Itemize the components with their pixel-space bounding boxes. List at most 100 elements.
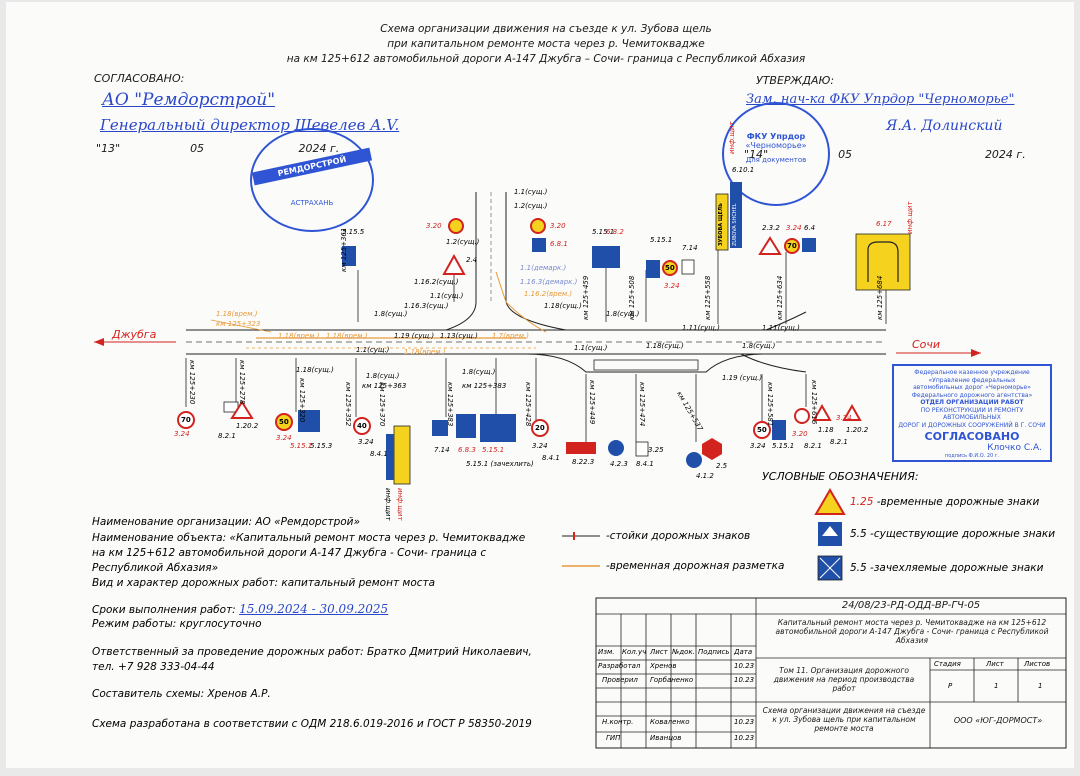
info-org: Наименование организации: АО «Ремдорстро… bbox=[92, 516, 360, 528]
info-mode: Режим работы: круглосуточно bbox=[92, 618, 262, 630]
km-label: км 125+383 bbox=[462, 382, 507, 390]
sign-code: 5.15.1 bbox=[592, 228, 615, 236]
marking-label: 1.1(сущ.) bbox=[430, 292, 464, 300]
km-label: км 125+383 bbox=[446, 382, 454, 427]
sign-code: 7.14 bbox=[434, 446, 450, 454]
sign-code: 7.14 bbox=[682, 244, 698, 252]
marking-label-temp: 1.18(врем.) bbox=[326, 332, 368, 340]
project-name: Капитальный ремонт моста через р. Чемито… bbox=[775, 618, 1049, 645]
sign-code: 3.24 bbox=[786, 224, 802, 232]
legend-marking: -временная дорожная разметка bbox=[606, 560, 785, 572]
tb-col-header: Кол.уч bbox=[622, 648, 647, 656]
tb-stage: Р bbox=[948, 682, 953, 690]
marking-label-temp: 1.18(врем.) bbox=[278, 332, 320, 340]
sign-code: 6.8.2 bbox=[606, 228, 624, 236]
sign-code: 3.24 bbox=[174, 430, 190, 438]
legend-title: УСЛОВНЫЕ ОБОЗНАЧЕНИЯ: bbox=[762, 470, 919, 483]
tb-sheet: 1 bbox=[994, 682, 999, 690]
sign-code: 8.4.1 bbox=[542, 454, 560, 462]
km-label: км 125+684 bbox=[876, 275, 884, 320]
sign-code: 6.8.1 bbox=[550, 240, 568, 248]
sign-code: 8.4.1 bbox=[636, 460, 654, 468]
sign-code: 3.24 bbox=[836, 414, 852, 422]
sign-code: 2.4 bbox=[466, 256, 478, 264]
sign-code: 6.17 bbox=[876, 220, 892, 228]
tb-role: ГИП bbox=[606, 734, 621, 742]
legend-existing-signs: 5.5 -существующие дорожные знаки bbox=[850, 528, 1056, 540]
legend-stands: -стойки дорожных знаков bbox=[606, 530, 751, 542]
km-label: км 125+558 bbox=[704, 275, 712, 320]
direction-sochi: Сочи bbox=[912, 338, 941, 351]
marking-label: 1.18(сущ.) bbox=[544, 302, 582, 310]
drawing-sheet: Схема организации движения на съезде к у… bbox=[6, 2, 1074, 768]
marking-label: 1.16.2(сущ.) bbox=[414, 278, 459, 286]
info-responsible-1: Ответственный за проведение дорожных раб… bbox=[92, 646, 532, 658]
km-label: км 125+449 bbox=[588, 380, 596, 425]
company-stamp-left: РЕМДОРСТРОЙ АСТРАХАНЬ bbox=[250, 128, 374, 232]
marking-label: 1.18(сущ.) bbox=[296, 366, 334, 374]
tb-col-header: №док. bbox=[672, 648, 695, 656]
tb-date: 10.23 bbox=[734, 676, 755, 684]
traffic-scheme bbox=[94, 182, 1067, 749]
tb-role: Проверил bbox=[602, 676, 638, 684]
tb-col-header: Подпись bbox=[698, 648, 730, 656]
tb-name: Горбаненко bbox=[650, 676, 694, 684]
km-label: км 125+459 bbox=[582, 275, 590, 320]
sign-code: 3.24 bbox=[532, 442, 548, 450]
km-label: км 125+363 bbox=[362, 382, 407, 390]
marking-label: 1.16.3(сущ.) bbox=[404, 302, 449, 310]
sign-code: 6.8.3 bbox=[458, 446, 476, 454]
marking-label-temp: 1.18(врем.) bbox=[404, 348, 446, 356]
sign-code: 4.1.2 bbox=[696, 472, 714, 480]
marking-label-temp: 1.7(врем.) bbox=[492, 332, 529, 340]
sign-code: 1.20.2 bbox=[236, 422, 259, 430]
approval-right-org: Зам. нач-ка ФКУ Упрдор "Черноморье" bbox=[746, 92, 1015, 107]
info-board-label: инф.щит bbox=[728, 121, 736, 154]
sign-code: 1.18 bbox=[818, 426, 834, 434]
km-label: км 125+352 bbox=[344, 382, 352, 427]
sign-code: 2.5 bbox=[716, 462, 728, 470]
marking-label: 1.8(сущ.) bbox=[742, 342, 776, 350]
sign-code: 8.2.1 bbox=[830, 438, 848, 446]
marking-label: 1.1(сущ.) bbox=[574, 344, 608, 352]
km-label: км 125+370 bbox=[378, 382, 386, 427]
info-standard: Схема разработана в соответствии с ОДМ 2… bbox=[92, 718, 532, 730]
marking-label: 1.1(сущ.) bbox=[514, 188, 548, 196]
tb-role: Н.контр. bbox=[602, 718, 634, 726]
marking-label-demark: 1.1(демарк.) bbox=[520, 264, 567, 272]
tb-role: Разработал bbox=[598, 662, 641, 670]
marking-label: 1.8(сущ.) bbox=[374, 310, 408, 318]
marking-label: 1.11(сущ.) bbox=[762, 324, 800, 332]
approval-left-org: АО "Ремдорстрой" bbox=[102, 90, 276, 110]
sign-code: 3.20 bbox=[550, 222, 566, 230]
marking-label: 1.11(сущ.) bbox=[682, 324, 720, 332]
sign-code: 8.4.1 bbox=[370, 450, 388, 458]
km-label: км 125+474 bbox=[638, 382, 646, 427]
info-object-2: на км 125+612 автомобильной дороги А-147… bbox=[92, 547, 487, 559]
km-label: км 125+508 bbox=[628, 275, 636, 320]
marking-label: 1.8(сущ.) bbox=[366, 372, 400, 380]
sign-code: 3.20 bbox=[792, 430, 808, 438]
tb-date: 10.23 bbox=[734, 734, 755, 742]
speed-limit-value: 50 bbox=[757, 426, 767, 434]
info-works: Вид и характер дорожных работ: капитальн… bbox=[92, 577, 436, 589]
km-label-temp: км 125+323 bbox=[216, 320, 261, 328]
marking-label: 1.19 (сущ.) bbox=[394, 332, 435, 340]
speed-limit-value: 50 bbox=[279, 418, 289, 426]
info-object-1: Наименование объекта: «Капитальный ремон… bbox=[92, 532, 526, 544]
sign-code: 5.15.1 bbox=[290, 442, 313, 450]
sign-code: 1.20.2 bbox=[846, 426, 869, 434]
info-responsible-2: тел. +7 928 333-04-44 bbox=[92, 661, 215, 673]
marking-label-temp: 1.16.2(врем.) bbox=[524, 290, 573, 298]
marking-label: 1.2(сущ.) bbox=[446, 238, 480, 246]
sign-code: 3.24 bbox=[276, 434, 292, 442]
direction-dzhubga: Джубга bbox=[112, 328, 157, 341]
km-label: км 125+428 bbox=[524, 382, 532, 427]
sign-code: 3.24 bbox=[750, 442, 766, 450]
tb-scheme-name: Схема организации движения на съезде к у… bbox=[762, 706, 926, 733]
tb-sheets: 1 bbox=[1038, 682, 1043, 690]
sign-code: 8.22.3 bbox=[572, 458, 595, 466]
info-terms: Сроки выполнения работ: 15.09.2024 - 30.… bbox=[92, 602, 389, 616]
legend-temp-signs: 1.25 -временные дорожные знаки bbox=[850, 496, 1040, 508]
agency-approval-stamp: Федеральное казенное учреждение «Управле… bbox=[892, 364, 1052, 462]
